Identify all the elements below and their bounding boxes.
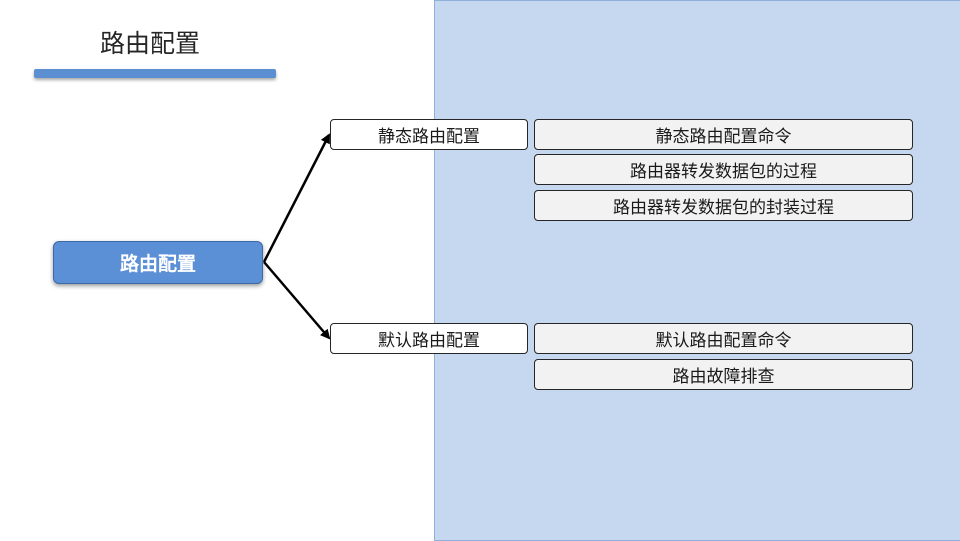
background-panel: [434, 0, 960, 541]
title-underline: [34, 69, 276, 78]
root-node: 路由配置: [53, 241, 263, 284]
connector-arrow-default: [263, 261, 331, 340]
leaf-node-encapsulation-process: 路由器转发数据包的封装过程: [534, 190, 913, 221]
leaf-node-static-route-command: 静态路由配置命令: [534, 119, 913, 150]
leaf-node-route-troubleshooting: 路由故障排查: [534, 359, 913, 390]
branch-node-static-route: 静态路由配置: [330, 119, 528, 150]
leaf-node-default-route-command: 默认路由配置命令: [534, 323, 913, 354]
leaf-node-forwarding-process: 路由器转发数据包的过程: [534, 154, 913, 185]
slide-title: 路由配置: [100, 29, 201, 58]
branch-node-default-route: 默认路由配置: [330, 323, 528, 354]
connector-arrow-static: [262, 133, 331, 263]
